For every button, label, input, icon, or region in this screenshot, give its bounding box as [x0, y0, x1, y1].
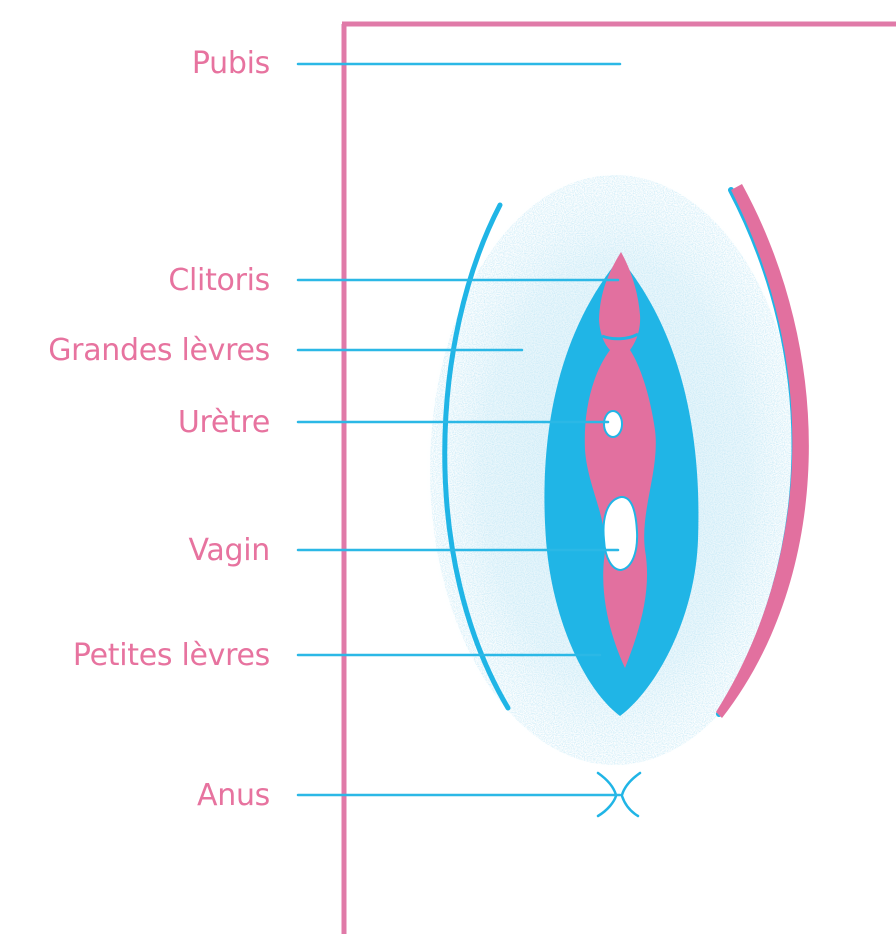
label-clitoris: Clitoris — [168, 263, 270, 299]
label-grandes-levres: Grandes lèvres — [48, 333, 270, 369]
label-petites-levres: Petites lèvres — [73, 638, 270, 674]
label-uretre: Urètre — [178, 405, 270, 441]
label-pubis: Pubis — [192, 46, 270, 82]
urethra-opening — [604, 411, 622, 437]
vaginal-opening — [604, 497, 638, 570]
label-vagin: Vagin — [189, 533, 270, 569]
label-anus: Anus — [197, 778, 270, 814]
